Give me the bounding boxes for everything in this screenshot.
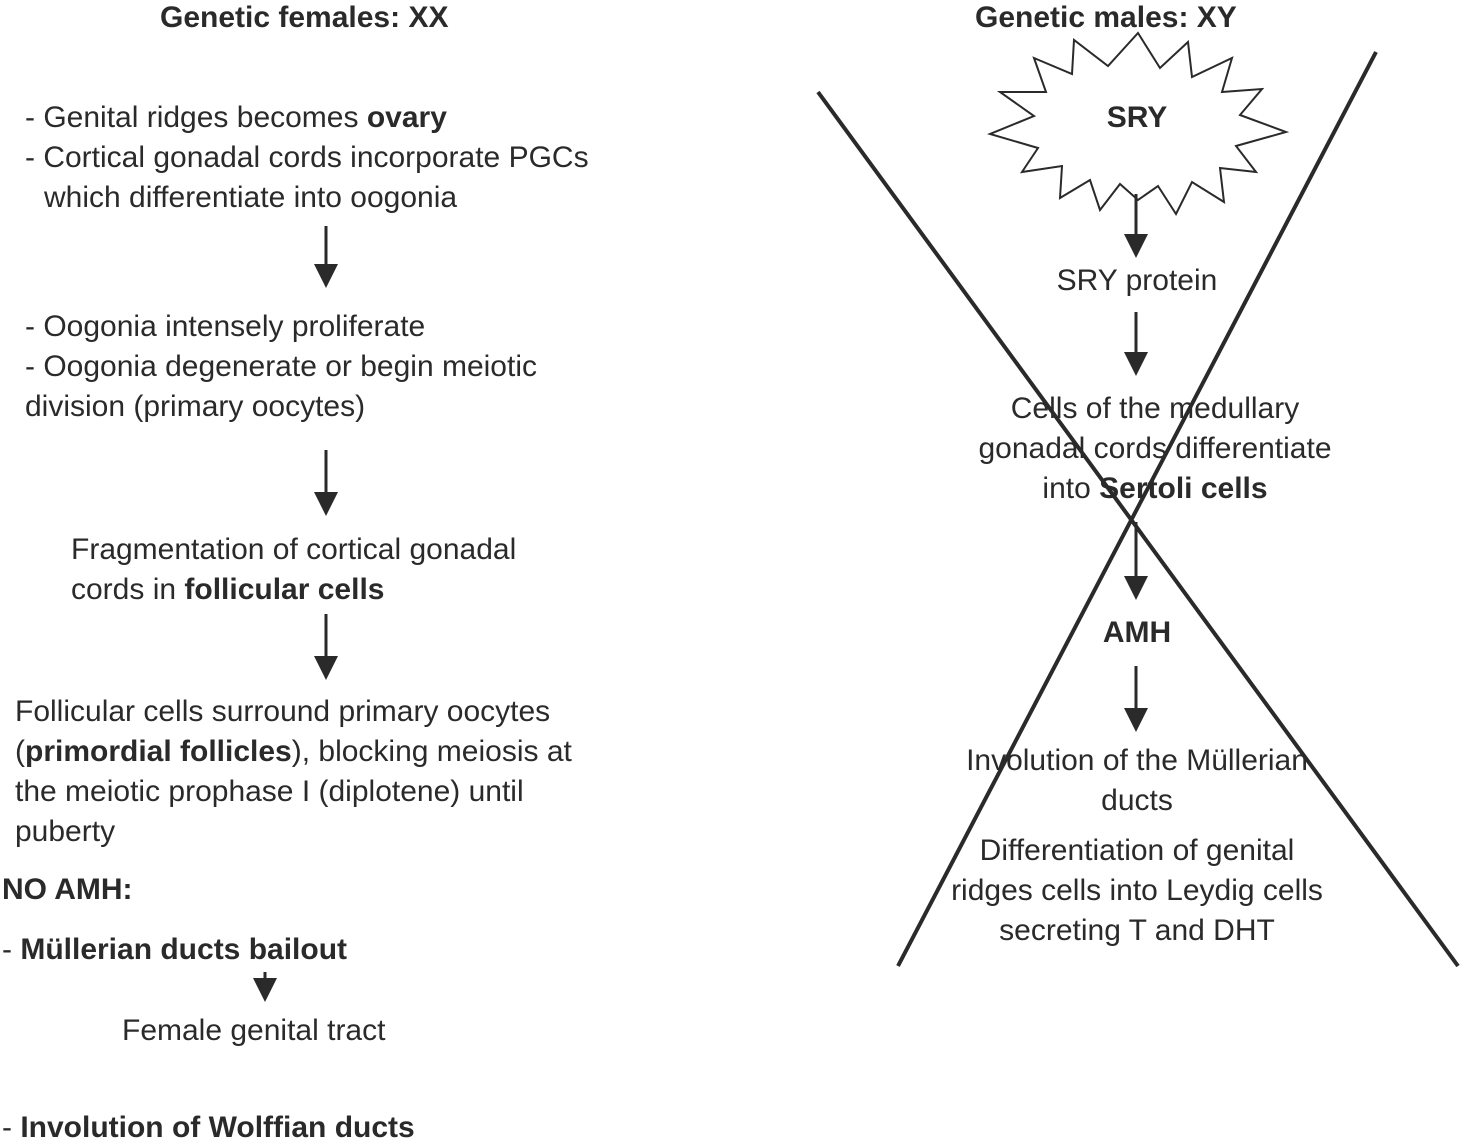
female-tract-line: Female genital tract <box>122 1014 386 1047</box>
amh-label: AMH <box>1102 616 1172 649</box>
fragmentation-line: Fragmentation of cortical gonadal <box>71 533 517 566</box>
ovary-line: - Genital ridges becomes ovary <box>25 98 447 138</box>
cortical-cords-line: - Cortical gonadal cords incorporate PGC… <box>25 141 589 174</box>
mullerian-prefix: - <box>2 933 21 966</box>
follicular-cells-line: cords in follicular cells <box>71 570 384 610</box>
primordial-follicles-line: (primordial follicles), blocking meiosis… <box>15 732 572 772</box>
involution-line-2: ducts <box>1101 784 1173 817</box>
mullerian-bailout-line: - Müllerian ducts bailout <box>2 930 347 970</box>
follicular-cells-text: cords in <box>71 573 185 606</box>
female-heading: Genetic females: XX <box>160 1 449 34</box>
wolffian-line: - Involution of Wolffian ducts <box>2 1108 415 1148</box>
leydig-line-3: secreting T and DHT <box>999 914 1275 947</box>
degenerate-line: - Oogonia degenerate or begin meiotic <box>25 350 537 383</box>
surround-line: Follicular cells surround primary oocyte… <box>15 695 551 728</box>
involution-line-1: Involution of the Müllerian <box>966 744 1308 777</box>
proliferate-line: - Oogonia intensely proliferate <box>25 310 426 343</box>
leydig-line-1: Differentiation of genital <box>979 834 1295 867</box>
sertoli-line-3: into Sertoli cells <box>1042 469 1267 509</box>
sertoli-line-1: Cells of the medullary <box>1010 392 1300 425</box>
male-heading: Genetic males: XY <box>975 1 1237 34</box>
prophase-line: the meiotic prophase I (diplotene) until <box>15 775 524 808</box>
wolffian-bold: Involution of Wolffian ducts <box>20 1111 415 1144</box>
oogonia-line: which differentiate into oogonia <box>44 181 458 214</box>
primordial-rest: ), blocking meiosis at <box>291 735 572 768</box>
no-amh-label: NO AMH: <box>2 873 133 906</box>
wolffian-prefix: - <box>2 1111 21 1144</box>
ovary-line-text: - Genital ridges becomes <box>25 101 367 134</box>
primordial-bold: primordial follicles <box>25 735 292 768</box>
ovary-bold: ovary <box>366 101 447 134</box>
mullerian-bold: Müllerian ducts bailout <box>20 933 348 966</box>
sry-protein-label: SRY protein <box>1056 264 1218 297</box>
puberty-line: puberty <box>15 815 116 848</box>
follicular-cells-bold: follicular cells <box>184 573 385 606</box>
sry-label: SRY <box>1106 101 1168 134</box>
sertoli-bold: Sertoli cells <box>1099 472 1268 505</box>
sertoli-line-2: gonadal cords differentiate <box>978 432 1332 465</box>
leydig-line-2: ridges cells into Leydig cells <box>951 874 1323 907</box>
sertoli-prefix: into <box>1042 472 1100 505</box>
primary-oocytes-line: division (primary oocytes) <box>25 390 366 423</box>
primordial-open: ( <box>15 735 25 768</box>
